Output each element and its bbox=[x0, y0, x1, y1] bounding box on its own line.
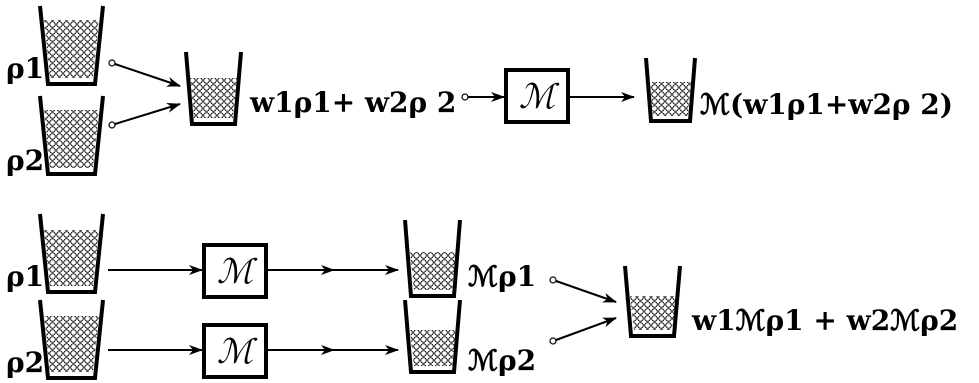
mixture-label: w1ρ1+ w2ρ 2 bbox=[249, 86, 456, 119]
result-label-top: ℳ(w1ρ1+w2ρ 2) bbox=[700, 88, 953, 121]
output-label-2: ℳρ2 bbox=[468, 344, 536, 377]
operator-box-bottom-2 bbox=[202, 323, 268, 379]
label-rho1-top: ρ1 bbox=[6, 52, 44, 85]
operator-label-bottom-1: ℳ bbox=[217, 252, 258, 292]
beaker-rho2-top-icon bbox=[38, 95, 105, 176]
connector-dot bbox=[461, 93, 469, 101]
beaker-result-top-icon bbox=[644, 57, 697, 123]
operator-label-bottom-2: ℳ bbox=[217, 332, 258, 372]
connector-dot bbox=[549, 276, 557, 284]
connector-dot bbox=[549, 337, 557, 345]
beaker-final-icon bbox=[623, 265, 682, 338]
beaker-rho1-bottom-icon bbox=[38, 213, 105, 294]
connector-dot bbox=[108, 59, 116, 67]
operator-box-bottom-1 bbox=[202, 243, 268, 299]
arrow-output1-to-final bbox=[555, 280, 617, 303]
result-label-bottom: w1ℳρ1 + w2ℳρ2 bbox=[691, 304, 958, 337]
beaker-output1-icon bbox=[403, 219, 462, 298]
arrow-rho1-to-mix bbox=[114, 63, 181, 87]
beaker-mixture-icon bbox=[184, 51, 243, 126]
operator-label-top: ℳ bbox=[519, 77, 560, 117]
beaker-output2-icon bbox=[403, 299, 462, 374]
output-label-1: ℳρ1 bbox=[468, 260, 536, 293]
beaker-rho1-top-icon bbox=[38, 5, 105, 86]
label-rho2-bottom: ρ2 bbox=[6, 346, 44, 379]
connector-dot bbox=[108, 121, 116, 129]
beaker-rho2-bottom-icon bbox=[38, 299, 105, 380]
arrow-rho2-to-mix bbox=[114, 103, 181, 125]
operator-box-top bbox=[504, 68, 570, 124]
arrow-output2-to-final bbox=[555, 317, 617, 341]
label-rho1-bottom: ρ1 bbox=[6, 260, 44, 293]
label-rho2-top: ρ2 bbox=[6, 144, 44, 177]
